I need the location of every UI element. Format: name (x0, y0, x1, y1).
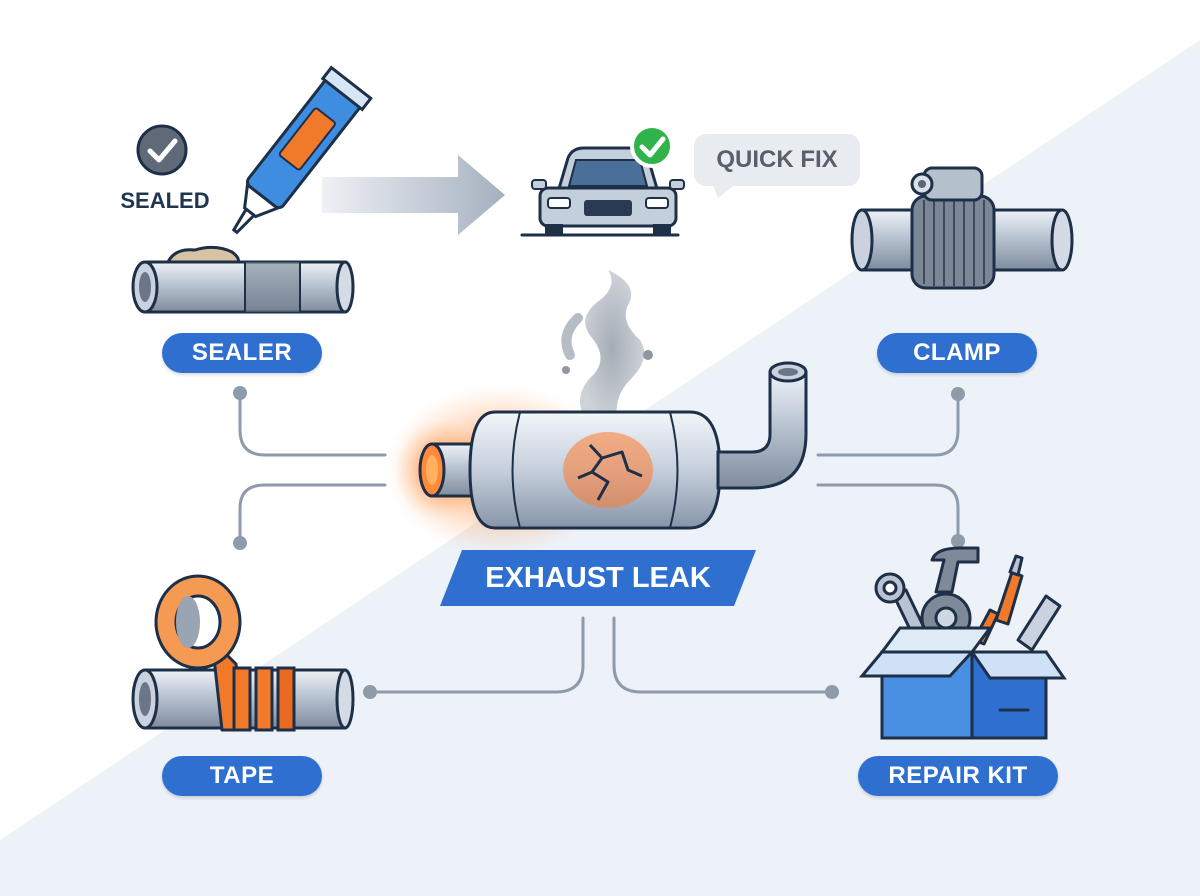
muffler-icon (385, 361, 808, 555)
speech-bubble-tail (712, 182, 738, 198)
sealant-tube-icon (231, 65, 373, 235)
tape-roll-icon (131, 574, 355, 732)
sealed-badge-label: SEALED (120, 188, 210, 213)
sealer-label: SEALER (162, 333, 322, 373)
tape-label: TAPE (162, 756, 322, 796)
quick-fix-bubble: QUICK FIX (694, 134, 860, 186)
repair-kit-label: REPAIR KIT (858, 756, 1058, 796)
pipe-clamp-icon (850, 166, 1074, 290)
connector-lines (238, 393, 960, 694)
toolbox-icon (858, 546, 1067, 740)
check-icon (136, 124, 188, 176)
arrow-right-icon (322, 155, 505, 235)
car-icon (520, 124, 685, 237)
clamp-label: CLAMP (877, 333, 1037, 373)
connector-dots (233, 386, 965, 699)
exhaust-leak-banner: EXHAUST LEAK (440, 550, 756, 606)
smoke-icon (561, 270, 653, 426)
sealer-pipe (131, 245, 355, 314)
